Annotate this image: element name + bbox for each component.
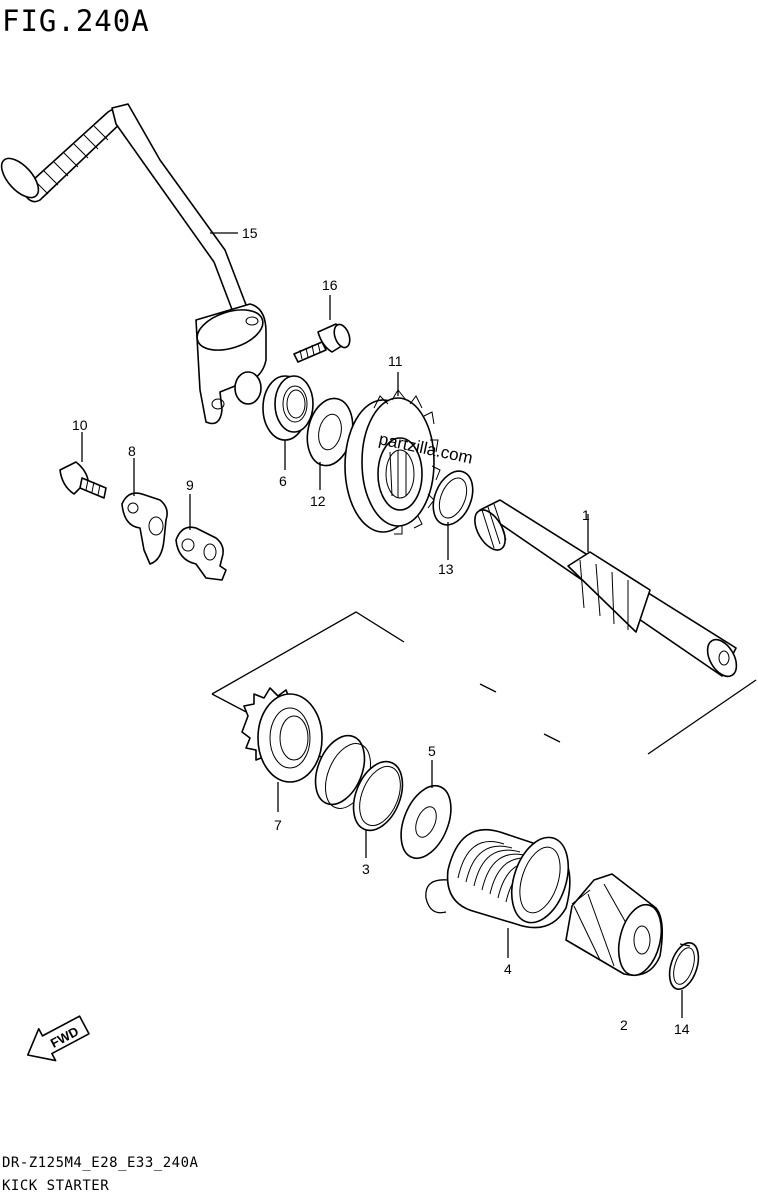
callout-5: 5 — [428, 743, 436, 759]
idle-gear-part[interactable] — [344, 389, 441, 535]
callout-8: 8 — [128, 443, 136, 459]
diagram-code: DR-Z125M4_E28_E33_240A — [2, 1155, 199, 1171]
drive-gear-part[interactable] — [241, 687, 323, 783]
callout-9: 9 — [186, 477, 194, 493]
callout-7: 7 — [274, 817, 282, 833]
callout-1: 1 — [582, 507, 590, 523]
shaft-part[interactable] — [469, 499, 743, 681]
callout-16: 16 — [322, 277, 338, 293]
callout-12: 12 — [310, 493, 326, 509]
callout-10: 10 — [72, 417, 88, 433]
fwd-arrow-icon: FWD — [26, 1015, 90, 1062]
callout-4: 4 — [504, 961, 512, 977]
stopper-plate-9-part[interactable] — [175, 526, 227, 581]
guide-part[interactable] — [565, 873, 668, 980]
callout-13: 13 — [438, 561, 454, 577]
circlip-part[interactable] — [664, 939, 704, 993]
bolt-10-part[interactable] — [59, 461, 107, 499]
return-spring-part[interactable] — [425, 828, 578, 930]
callout-14: 14 — [674, 1021, 690, 1037]
stopper-plate-8-part[interactable] — [121, 492, 168, 565]
oil-seal-part[interactable] — [262, 375, 314, 441]
callout-3: 3 — [362, 861, 370, 877]
kick-lever-part[interactable] — [0, 103, 268, 425]
spring-3-part[interactable] — [306, 728, 412, 837]
figure-title: FIG.240A — [2, 4, 150, 38]
callout-6: 6 — [279, 473, 287, 489]
diagram-name: KICK STARTER — [2, 1178, 110, 1194]
washer-13-part[interactable] — [426, 465, 480, 530]
bolt-16-part[interactable] — [293, 322, 353, 363]
callout-2: 2 — [620, 1017, 628, 1033]
callout-15: 15 — [242, 225, 258, 241]
callout-11: 11 — [388, 353, 403, 369]
washer-5-part[interactable] — [391, 779, 460, 866]
